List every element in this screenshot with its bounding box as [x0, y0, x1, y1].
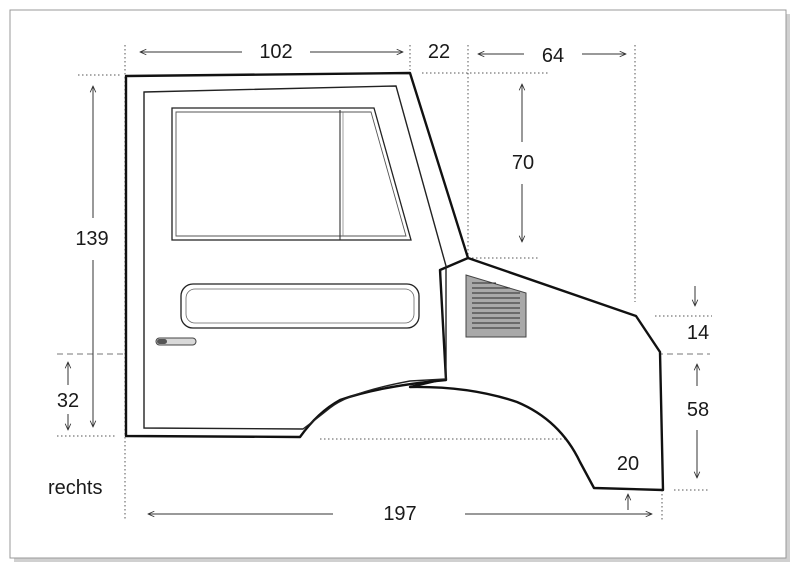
dim-label-197: 197	[383, 503, 416, 525]
dim-label-22: 22	[428, 41, 450, 63]
door-recess	[180, 283, 420, 329]
door-handle	[155, 337, 197, 346]
dim-label-70: 70	[512, 152, 534, 174]
dim-label-14: 14	[687, 322, 709, 344]
dim-label-64: 64	[542, 45, 564, 67]
dim-label-102: 102	[259, 41, 292, 63]
dimension-arrows	[68, 52, 697, 514]
dim-label-32: 32	[57, 390, 79, 412]
door-panel-line	[143, 85, 447, 430]
door-window	[171, 107, 412, 241]
side-label: rechts	[48, 477, 102, 499]
fender-vent-grille	[465, 274, 527, 338]
dim-label-58: 58	[687, 399, 709, 421]
dim-label-20: 20	[617, 453, 639, 475]
dim-label-139: 139	[75, 228, 108, 250]
